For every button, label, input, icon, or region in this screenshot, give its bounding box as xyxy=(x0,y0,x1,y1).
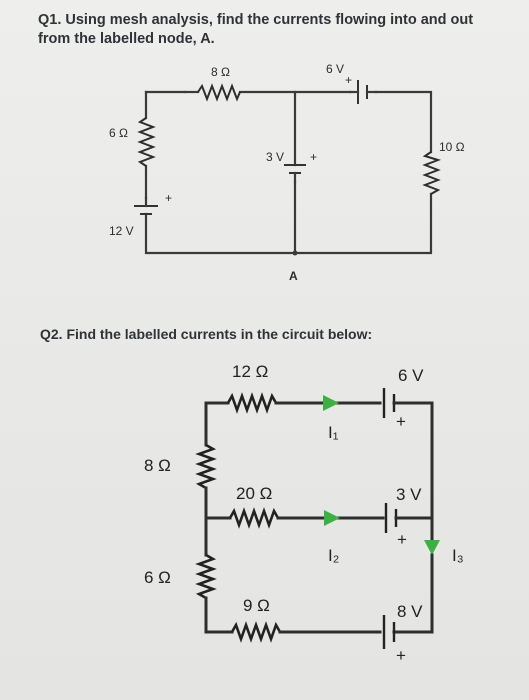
c1-label-3v: 3 V xyxy=(266,150,284,164)
c1-label-10ohm: 10 Ω xyxy=(439,140,465,154)
question-2-text: Q2. Find the labelled currents in the ci… xyxy=(40,326,373,342)
c2-plus-3v: + xyxy=(397,530,407,549)
c2-wire-right-upper xyxy=(392,401,434,542)
c1-wire-bottom xyxy=(144,192,433,255)
c2-label-i1: I₁ xyxy=(328,423,339,442)
c2-label-i2: I₂ xyxy=(328,546,339,565)
c1-resistor-6ohm xyxy=(137,117,156,167)
c2-arrow-i3 xyxy=(424,540,440,555)
c1-label-node-a: A xyxy=(289,269,298,283)
c2-wire-bottom-left xyxy=(204,596,234,634)
c2-arrow-i2 xyxy=(324,510,340,526)
c1-node-a-dot xyxy=(292,250,298,256)
c1-resistor-10ohm xyxy=(422,151,442,195)
c1-label-8ohm: 8 Ω xyxy=(211,65,230,79)
c2-resistor-12ohm xyxy=(226,392,278,414)
c2-resistor-6ohm xyxy=(195,553,217,600)
c2-plus-6v: + xyxy=(396,412,406,431)
c2-label-3v: 3 V xyxy=(396,485,422,504)
c2-label-12ohm: 12 Ω xyxy=(232,362,268,381)
c1-plus-6v: + xyxy=(345,73,352,87)
c1-label-6ohm: 6 Ω xyxy=(109,126,128,140)
c2-label-i3: I₃ xyxy=(452,546,464,565)
c1-plus-12v: + xyxy=(165,191,172,205)
c2-label-9ohm: 9 Ω xyxy=(243,596,270,615)
c2-label-8ohm: 8 Ω xyxy=(144,456,171,475)
c2-arrow-i1 xyxy=(323,395,339,411)
question-1-text: Q1. Using mesh analysis, find the curren… xyxy=(38,12,474,47)
c1-wire-top-right xyxy=(374,90,433,154)
c2-wire-right-lower xyxy=(392,553,434,634)
c1-label-6v: 6 V xyxy=(326,62,344,76)
c2-wire-top-left xyxy=(204,401,230,447)
c2-resistor-9ohm xyxy=(230,621,282,643)
c1-resistor-8ohm xyxy=(197,83,241,102)
c2-label-6ohm: 6 Ω xyxy=(144,568,171,587)
c2-label-6v: 6 V xyxy=(398,366,424,385)
c2-resistor-20ohm xyxy=(228,507,280,529)
c1-plus-3v: + xyxy=(310,150,317,164)
c2-label-20ohm: 20 Ω xyxy=(236,484,272,503)
c2-resistor-8ohm xyxy=(195,443,217,490)
c2-plus-8v: + xyxy=(396,646,406,665)
c2-label-8v: 8 V xyxy=(397,602,423,621)
c1-label-12v: 12 V xyxy=(109,224,134,238)
